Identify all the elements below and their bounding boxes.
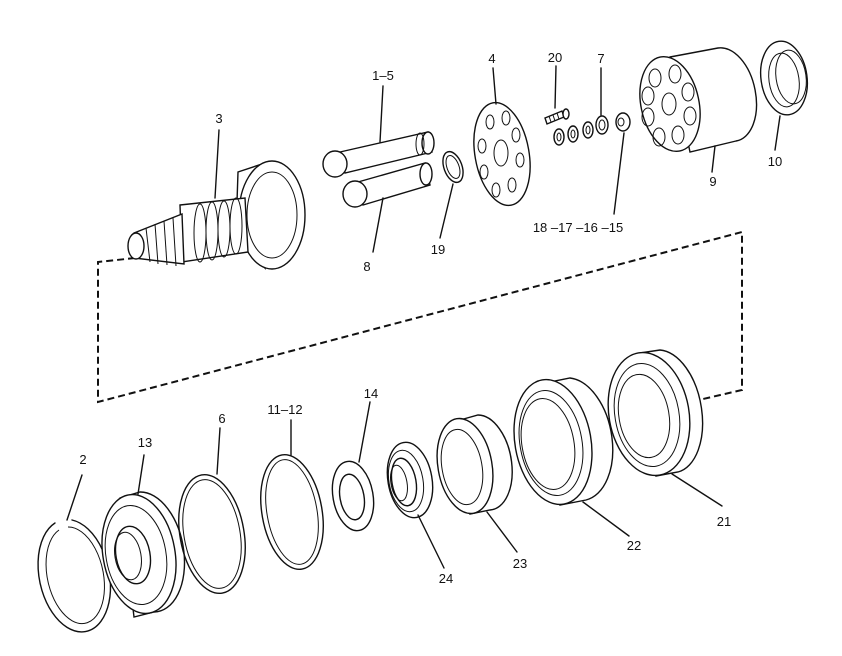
callout-13: 13 xyxy=(138,435,152,450)
callout-23: 23 xyxy=(513,556,527,571)
callout-3: 3 xyxy=(215,111,222,126)
part-22-bearing xyxy=(513,377,630,537)
part-1-5-piston xyxy=(322,85,435,178)
callout-1-5: 1–5 xyxy=(372,68,394,83)
part-14-washer xyxy=(331,401,375,532)
alignment-dashed-line xyxy=(97,230,743,404)
callout-20: 20 xyxy=(548,50,562,65)
callout-19: 19 xyxy=(431,242,445,257)
part-19-snap-ring xyxy=(439,150,464,239)
part-24-bearing-cone xyxy=(386,441,445,569)
callout-2: 2 xyxy=(79,452,86,467)
callout-6: 6 xyxy=(218,411,225,426)
part-2-retaining-ring xyxy=(37,474,112,633)
part-9-cylinder-block xyxy=(639,47,758,173)
part-13-seal-carrier xyxy=(101,454,186,618)
part-11-12-seal-ring xyxy=(260,419,324,571)
part-6-o-ring xyxy=(178,427,246,595)
callout-11-12: 11–12 xyxy=(267,402,302,417)
part-4-retainer-plate xyxy=(473,67,531,207)
callout-7: 7 xyxy=(597,51,604,66)
part-18-15-small-parts xyxy=(553,67,631,215)
part-8-piston xyxy=(342,162,433,253)
callout-22: 22 xyxy=(627,538,641,553)
part-20-screw xyxy=(544,65,570,125)
callout-24: 24 xyxy=(439,571,453,586)
callout-8: 8 xyxy=(363,259,370,274)
part-10-valve-plate xyxy=(759,40,809,151)
part-3-drive-shaft xyxy=(127,129,306,270)
callout-14: 14 xyxy=(364,386,378,401)
part-23-bearing-cup xyxy=(436,414,518,553)
callout-10: 10 xyxy=(768,154,782,169)
callout-21: 21 xyxy=(717,514,731,529)
callout-4: 4 xyxy=(488,51,495,66)
callout-9: 9 xyxy=(709,174,716,189)
part-21-bearing xyxy=(607,349,723,507)
callout-18-15: 18 –17 –16 –15 xyxy=(533,220,623,235)
